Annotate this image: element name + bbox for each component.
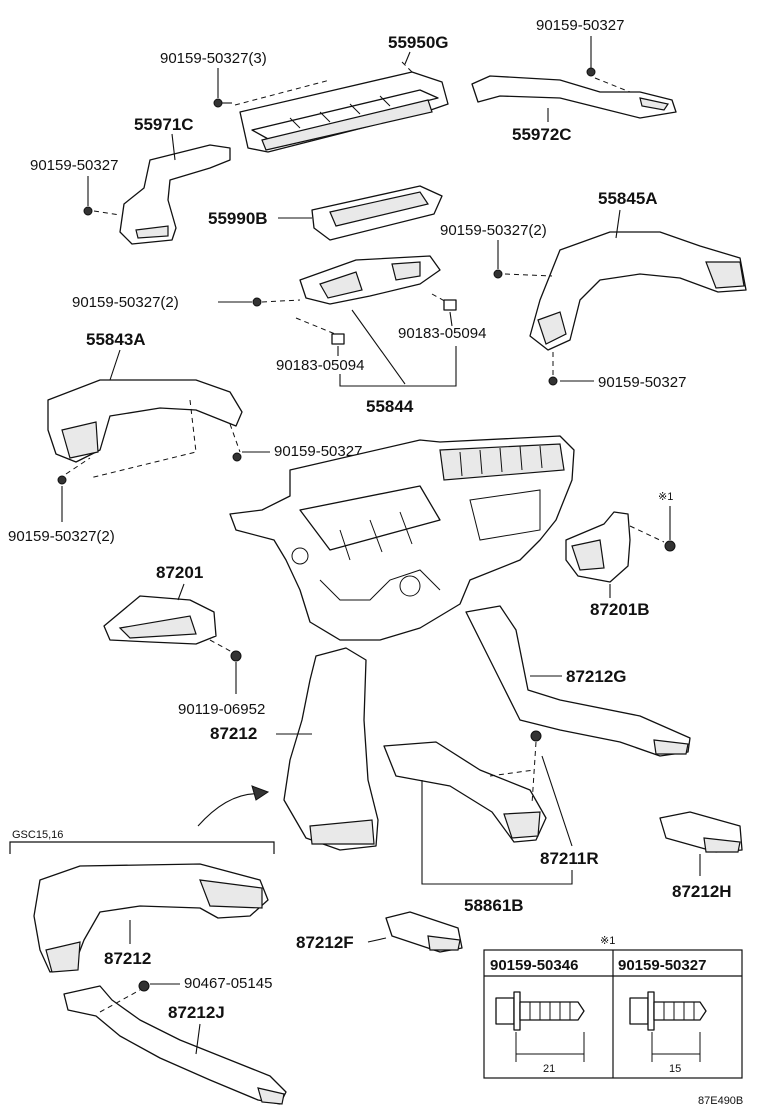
label-55971C: 55971C [134, 115, 194, 134]
label-bolt-left-low-2: 90159-50327(2) [8, 528, 115, 545]
note-mark-table: ※1 [600, 935, 615, 947]
table-header-col2: 90159-50327 [618, 957, 706, 974]
bolt-detail-table: 90159-50346 90159-50327 21 15 [483, 949, 743, 1079]
part-55845A[interactable] [504, 231, 747, 351]
bolt-icon [252, 297, 262, 307]
bolt-length-21: 21 [543, 1063, 555, 1075]
label-55843A: 55843A [86, 330, 146, 349]
hvac-unit [229, 435, 575, 641]
label-bolt-mid-2: 90159-50327(2) [72, 294, 179, 311]
part-87212[interactable] [283, 647, 379, 851]
bolt-icon [586, 67, 596, 77]
bolt-icon [664, 540, 676, 552]
bolt-icon [548, 376, 558, 386]
label-55972C: 55972C [512, 125, 572, 144]
label-bolt-top-3: 90159-50327(3) [160, 50, 267, 67]
part-87201B[interactable] [565, 511, 665, 583]
label-clip-b: 90183-05094 [398, 325, 486, 342]
table-header-col1: 90159-50346 [490, 957, 578, 974]
clip-icon [331, 333, 345, 345]
label-bolt-87201: 90119-06952 [178, 701, 265, 718]
label-87212: 87212 [210, 724, 257, 743]
part-55972C[interactable] [471, 75, 677, 119]
bolt-icon [232, 452, 242, 462]
label-bolt-right-2: 90159-50327(2) [440, 222, 547, 239]
bolt-icon [230, 650, 242, 662]
label-55950G: 55950G [388, 33, 449, 52]
clip-icon [138, 980, 150, 992]
clip-icon [530, 730, 542, 742]
note-mark-1: ※1 [658, 491, 673, 503]
model-code-label: GSC15,16 [12, 829, 63, 841]
part-87212G[interactable] [465, 605, 691, 757]
part-87212F[interactable] [385, 911, 463, 953]
label-87212H: 87212H [672, 882, 732, 901]
bolt-icon [57, 475, 67, 485]
label-55844: 55844 [366, 397, 414, 416]
part-55843A[interactable] [47, 379, 243, 479]
part-55971C[interactable] [93, 144, 231, 245]
arrow-head-icon [251, 785, 270, 801]
bolt-icon [213, 98, 232, 108]
label-bolt-87212J: 90467-05145 [184, 975, 272, 992]
direction-arrow-icon [197, 793, 265, 827]
part-87201[interactable] [103, 595, 233, 653]
bolt-21mm-icon [495, 991, 585, 1062]
label-87201B: 87201B [590, 600, 650, 619]
part-55990B[interactable] [311, 185, 443, 241]
bolt-icon [83, 206, 93, 216]
bolt-icon [493, 269, 503, 279]
variant-bracket [9, 841, 275, 854]
label-87212J: 87212J [168, 1003, 225, 1022]
label-58861B: 58861B [464, 896, 524, 915]
label-55990B: 55990B [208, 209, 268, 228]
part-87212H[interactable] [659, 811, 743, 853]
bolt-15mm-icon [629, 991, 707, 1062]
label-55845A: 55845A [598, 189, 658, 208]
label-87212G: 87212G [566, 667, 627, 686]
label-87212-variant: 87212 [104, 949, 151, 968]
label-clip-a: 90183-05094 [276, 357, 364, 374]
clip-icon [443, 299, 457, 311]
bolt-length-15: 15 [669, 1063, 681, 1075]
diagram-code: 87E490B [698, 1095, 743, 1107]
label-87201: 87201 [156, 563, 203, 582]
label-87212F: 87212F [296, 933, 354, 952]
part-87212J[interactable] [63, 985, 287, 1105]
label-87211R: 87211R [540, 849, 599, 868]
part-55950G[interactable] [234, 61, 449, 153]
label-bolt-left-mid: 90159-50327 [274, 443, 362, 460]
label-bolt-right-low: 90159-50327 [598, 374, 686, 391]
part-55844[interactable] [261, 255, 451, 337]
label-bolt-top-right: 90159-50327 [536, 17, 624, 34]
label-bolt-left: 90159-50327 [30, 157, 118, 174]
part-87212-variant[interactable] [33, 863, 269, 973]
part-87211R[interactable] [383, 741, 547, 843]
